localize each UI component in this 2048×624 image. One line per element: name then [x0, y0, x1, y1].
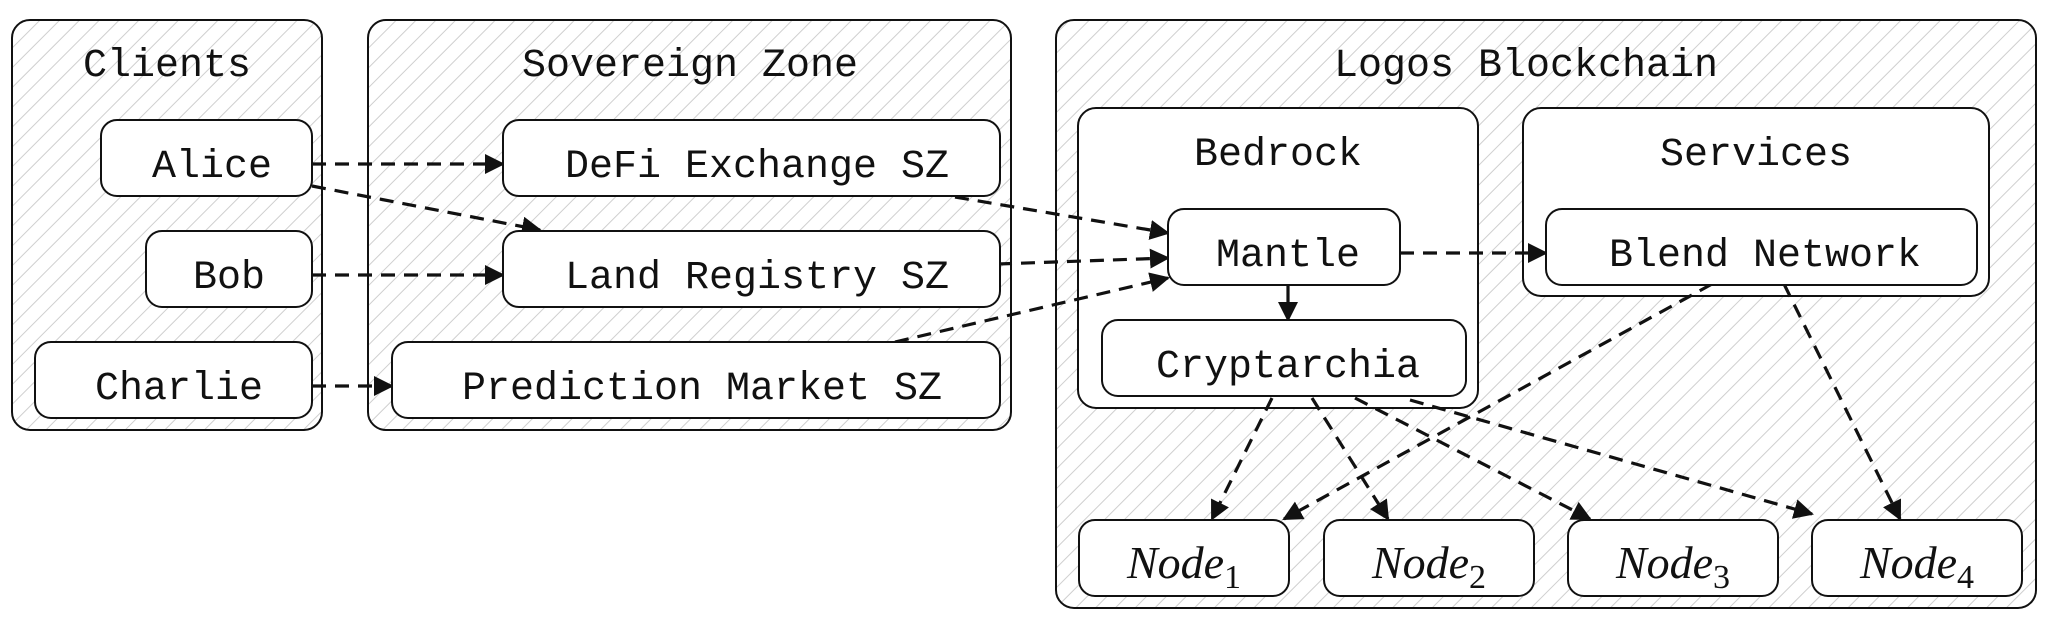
edge-defi-mantle	[954, 195, 1170, 240]
node-land-registry-label: Land Registry SZ	[565, 256, 949, 301]
node-cryptarchia: Cryptarchia	[1101, 319, 1467, 397]
node-bob-label: Bob	[193, 256, 265, 301]
edge-blend-node4	[1782, 283, 1902, 521]
svg-text:Node2: Node2	[1371, 537, 1486, 596]
edge-cryptarchia-node4	[1409, 398, 1814, 519]
node-alice: Alice	[100, 119, 313, 197]
node-2-label: Node	[1371, 537, 1469, 588]
edge-cryptarchia-node2	[1310, 397, 1390, 521]
node-mantle: Mantle	[1167, 208, 1401, 286]
node-1-subscript: 1	[1224, 559, 1241, 596]
edge-blend-node1	[1282, 282, 1713, 521]
edge-cryptarchia-node3	[1354, 396, 1592, 521]
svg-text:Node1: Node1	[1126, 537, 1241, 596]
node-1-label: Node	[1126, 537, 1224, 588]
node-prediction-market: Prediction Market SZ	[391, 341, 1001, 419]
svg-text:Node4: Node4	[1859, 537, 1974, 596]
node-charlie-label: Charlie	[95, 367, 263, 412]
node-defi-exchange: DeFi Exchange SZ	[502, 119, 1001, 197]
node-3-subscript: 3	[1713, 559, 1730, 596]
edge-alice-land	[311, 184, 542, 237]
edge-land-mantle	[997, 248, 1170, 269]
node-defi-exchange-label: DeFi Exchange SZ	[565, 145, 949, 190]
edges	[311, 154, 1902, 521]
node-4-label: Node	[1859, 537, 1957, 588]
node-prediction-market-label: Prediction Market SZ	[462, 367, 942, 412]
node-4-subscript: 4	[1957, 559, 1974, 596]
bedrock-group-title: Bedrock	[1194, 133, 1362, 178]
node-2-subscript: 2	[1469, 559, 1486, 596]
node-1: Node1	[1078, 519, 1290, 597]
node-4: Node4	[1811, 519, 2023, 597]
node-charlie: Charlie	[34, 341, 313, 419]
node-blend-network: Blend Network	[1545, 208, 1978, 286]
node-3-label: Node	[1615, 537, 1713, 588]
node-land-registry: Land Registry SZ	[502, 230, 1001, 308]
node-2: Node2	[1323, 519, 1535, 597]
svg-text:Node3: Node3	[1615, 537, 1730, 596]
services-group-title: Services	[1660, 133, 1852, 178]
edge-prediction-mantle	[894, 272, 1170, 344]
node-bob: Bob	[145, 230, 313, 308]
clients-group-title: Clients	[83, 44, 251, 89]
sovereign-zone-group-title: Sovereign Zone	[522, 44, 858, 89]
logos-blockchain-group-title: Logos Blockchain	[1334, 44, 1718, 89]
node-3: Node3	[1567, 519, 1779, 597]
node-mantle-label: Mantle	[1216, 234, 1360, 279]
node-cryptarchia-label: Cryptarchia	[1156, 345, 1420, 390]
node-alice-label: Alice	[152, 145, 272, 190]
node-blend-network-label: Blend Network	[1609, 234, 1921, 279]
